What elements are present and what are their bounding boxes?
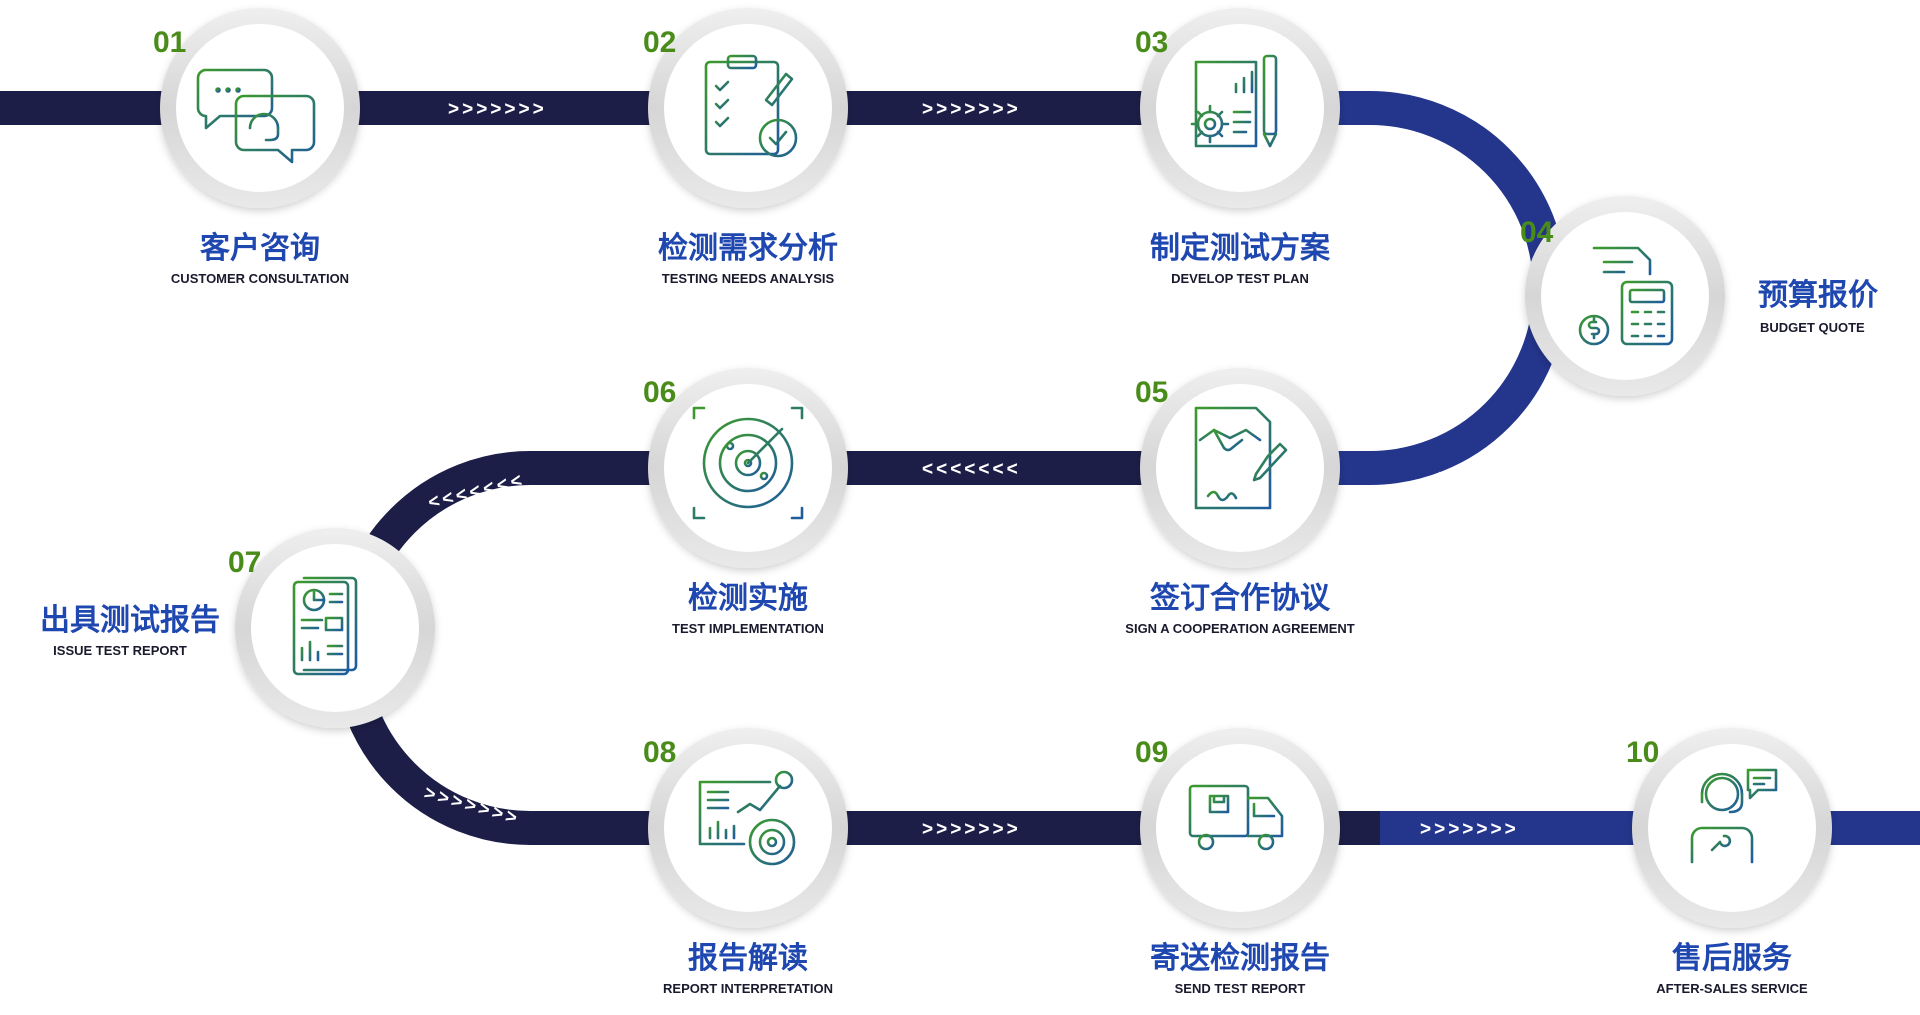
step-07: 07 出具测试报告 ISSUE TEST REPORT: [40, 528, 435, 728]
clipboard-checklist-icon: [704, 54, 798, 158]
step-number: 07: [228, 546, 261, 579]
step-title-en: TEST IMPLEMENTATION: [672, 621, 824, 636]
step-title-cn: 寄送检测报告: [1150, 941, 1330, 976]
step-title-cn: 售后服务: [1672, 941, 1792, 976]
step-title-cn: 检测需求分析: [658, 231, 838, 266]
step-06: 06 检测实施 TEST IMPLEMENTATION: [643, 368, 848, 636]
arrow-right: >>>>>>>: [922, 819, 1021, 840]
step-title-cn: 客户咨询: [200, 231, 320, 266]
step-number: 03: [1135, 26, 1168, 59]
step-08: 08 报告解读 REPORT INTERPRETATION: [643, 728, 848, 996]
step-title-en: BUDGET QUOTE: [1760, 320, 1865, 335]
step-number: 09: [1135, 736, 1168, 769]
analytics-dashboard-icon: [698, 770, 796, 866]
step-05: 05 签订合作协议 SIGN A COOPERATION AGREEMENT: [1125, 368, 1355, 636]
step-title-en: AFTER-SALES SERVICE: [1656, 981, 1808, 996]
arrow-right: >>>>>>>: [448, 99, 547, 120]
report-document-icon: [292, 576, 358, 676]
radar-target-icon: [692, 406, 804, 520]
step-number: 02: [643, 26, 676, 59]
step-number: 06: [643, 376, 676, 409]
step-title-en: CUSTOMER CONSULTATION: [171, 271, 349, 286]
step-title-cn: 报告解读: [688, 941, 808, 976]
step-title-en: REPORT INTERPRETATION: [663, 981, 833, 996]
step-title-en: ISSUE TEST REPORT: [53, 643, 187, 658]
step-title-cn: 制定测试方案: [1150, 231, 1331, 266]
arrow-right: >>>>>>>: [922, 99, 1021, 120]
chat-headset-icon: [196, 68, 316, 164]
step-number: 10: [1626, 736, 1659, 769]
step-10: 10 售后服务 AFTER-SALES SERVICE: [1626, 728, 1832, 996]
step-title-cn: 检测实施: [688, 581, 808, 616]
step-title-en: SIGN A COOPERATION AGREEMENT: [1125, 621, 1354, 636]
step-title-cn: 签订合作协议: [1150, 581, 1331, 616]
step-04: 04 预算报价 BUDGET QUOTE: [1520, 196, 1878, 396]
step-09: 09 寄送检测报告 SEND TEST REPORT: [1135, 728, 1340, 996]
step-number: 04: [1520, 216, 1554, 249]
arrow-left: <<<<<<<: [922, 459, 1021, 480]
step-title-en: DEVELOP TEST PLAN: [1171, 271, 1309, 286]
step-title-en: TESTING NEEDS ANALYSIS: [662, 271, 835, 286]
step-number: 01: [153, 26, 186, 59]
support-agent-icon: [1682, 768, 1778, 866]
step-title-en: SEND TEST REPORT: [1175, 981, 1306, 996]
plan-gear-chart-icon: [1190, 54, 1278, 148]
handshake-contract-icon: [1194, 406, 1288, 510]
delivery-truck-icon: [1188, 784, 1284, 851]
arrow-right: >>>>>>>: [1420, 819, 1519, 840]
step-title-cn: 预算报价: [1758, 278, 1878, 313]
step-number: 08: [643, 736, 676, 769]
step-number: 05: [1135, 376, 1168, 409]
step-01: 01 客户咨询 CUSTOMER CONSULTATION: [153, 8, 360, 286]
step-02: 02 检测需求分析 TESTING NEEDS ANALYSIS: [643, 8, 848, 286]
step-title-cn: 出具测试报告: [40, 603, 220, 638]
calculator-coins-icon: [1578, 246, 1674, 346]
step-03: 03 制定测试方案 DEVELOP TEST PLAN: [1135, 8, 1340, 286]
